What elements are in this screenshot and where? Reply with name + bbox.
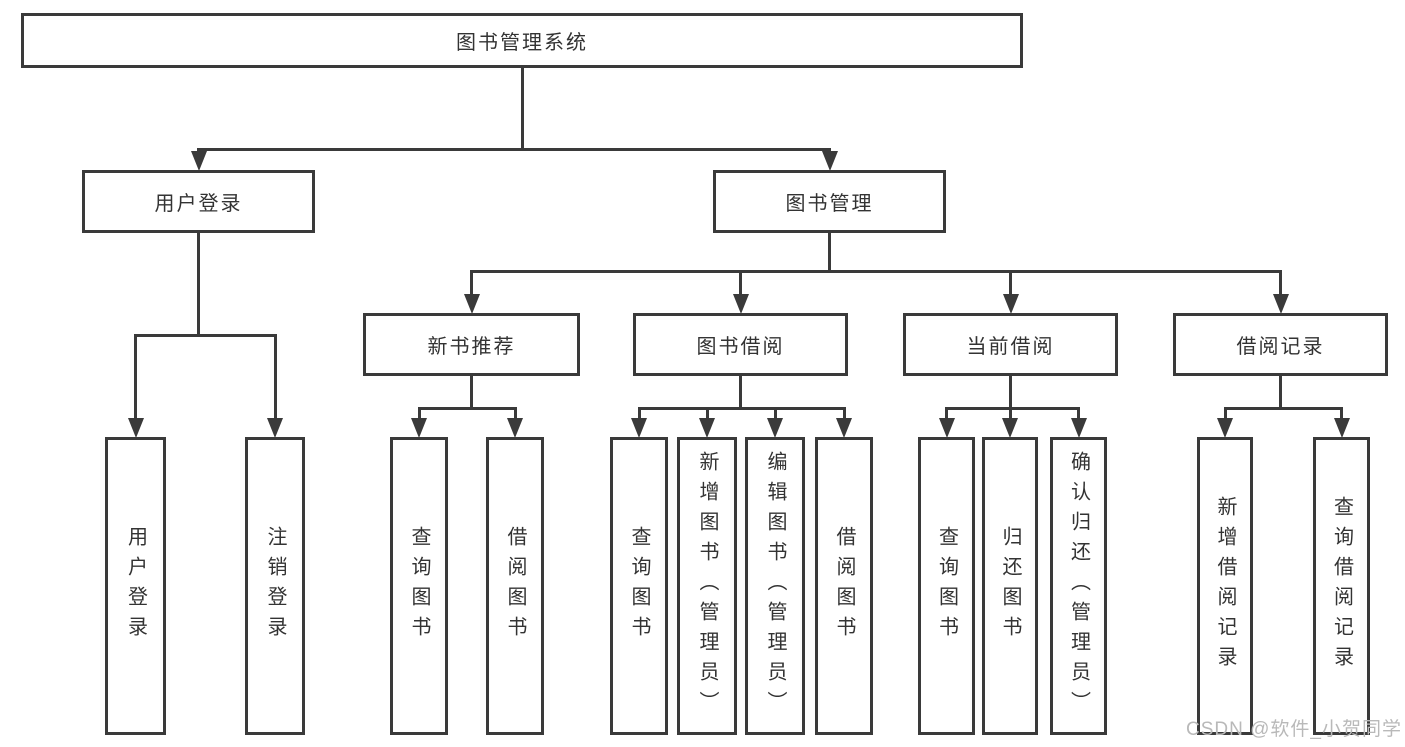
node-user-login: 用户登录 [105, 437, 166, 735]
arrowhead-down [127, 418, 144, 438]
connector-line [1223, 408, 1227, 420]
connector-line [1279, 271, 1282, 296]
node-label: 图书管理系统 [456, 32, 588, 54]
node-label: 查询图书 [408, 526, 430, 646]
arrowhead-down [267, 418, 283, 438]
connector-line [1340, 408, 1343, 420]
node-user-login-module: 用户登录 [82, 170, 315, 233]
node-label: 当前借阅 [966, 336, 1055, 358]
node-label: 用户登录 [154, 193, 243, 215]
arrowhead-down [190, 151, 207, 171]
arrowhead-down [631, 418, 647, 438]
connector-line [705, 408, 709, 420]
arrowhead-down [463, 294, 480, 314]
connector-line [637, 408, 641, 420]
connector-line [134, 333, 277, 337]
arrowhead-down [836, 418, 852, 438]
node-confirm-return-admin: 确认归还（管理员） [1050, 437, 1107, 735]
arrowhead-down [507, 418, 523, 438]
node-label: 借阅图书 [504, 526, 526, 646]
connector-line [945, 408, 948, 420]
arrowhead-down [767, 418, 783, 438]
node-label: 新增图书（管理员） [696, 451, 718, 721]
node-query-books-bb: 查询图书 [610, 437, 668, 735]
arrowhead-down [411, 418, 427, 438]
connector-line [520, 68, 524, 149]
connector-line [197, 233, 200, 335]
watermark: CSDN @软件_小贺同学 [1186, 719, 1402, 740]
node-logout: 注销登录 [245, 437, 305, 735]
connector-line [417, 408, 421, 420]
node-label: 借阅图书 [833, 526, 855, 646]
connector-line [1009, 376, 1012, 408]
connector-line [1009, 271, 1012, 296]
node-label: 新增借阅记录 [1214, 496, 1236, 676]
connector-line [1008, 408, 1012, 420]
node-borrowing-records: 借阅记录 [1173, 313, 1388, 376]
node-label: 注销登录 [264, 526, 286, 646]
arrowhead-down [1333, 418, 1350, 438]
node-book-management: 图书管理 [713, 170, 946, 233]
node-label: 查询图书 [628, 526, 650, 646]
node-query-borrow-record: 查询借阅记录 [1313, 437, 1370, 735]
arrowhead-down [1272, 294, 1289, 314]
node-current-borrowing: 当前借阅 [903, 313, 1118, 376]
arrowhead-down [1002, 418, 1018, 438]
node-new-book-recommendation: 新书推荐 [363, 313, 580, 376]
connector-line [842, 408, 846, 420]
connector-line [828, 233, 831, 271]
node-add-borrow-record: 新增借阅记录 [1197, 437, 1253, 735]
node-library-management-system: 图书管理系统 [21, 13, 1023, 68]
connector-line [1223, 406, 1343, 410]
node-label: 借阅记录 [1236, 336, 1325, 358]
node-label: 用户登录 [124, 526, 147, 646]
connector-line [513, 408, 517, 420]
arrowhead-down [1002, 294, 1019, 314]
node-label: 图书借阅 [696, 336, 785, 358]
arrowhead-down [699, 418, 715, 438]
node-label: 编辑图书（管理员） [764, 451, 786, 721]
connector-line [1279, 376, 1282, 408]
node-label: 新书推荐 [427, 336, 516, 358]
arrowhead-down [1070, 418, 1087, 438]
connector-line [273, 335, 277, 420]
connector-line [945, 406, 1080, 410]
connector-line [134, 335, 137, 420]
connector-line [773, 408, 777, 420]
node-book-borrowing: 图书借阅 [633, 313, 848, 376]
node-query-books-cb: 查询图书 [918, 437, 975, 735]
connector-line [470, 376, 473, 408]
node-label: 查询图书 [935, 526, 958, 646]
connector-line [470, 269, 1282, 273]
node-add-book-admin: 新增图书（管理员） [677, 437, 737, 735]
arrowhead-down [1217, 418, 1233, 438]
node-label: 查询借阅记录 [1330, 496, 1353, 676]
arrowhead-down [732, 294, 749, 314]
node-return-book: 归还图书 [982, 437, 1038, 735]
connector-line [739, 376, 742, 408]
node-borrow-books-rec: 借阅图书 [486, 437, 544, 735]
node-label: 确认归还（管理员） [1067, 451, 1090, 721]
connector-line [197, 147, 831, 151]
connector-line [417, 406, 517, 410]
connector-line [470, 271, 473, 296]
node-query-books-rec: 查询图书 [390, 437, 448, 735]
arrowhead-down [938, 418, 955, 438]
connector-line [739, 271, 742, 296]
node-label: 图书管理 [785, 193, 874, 215]
node-label: 归还图书 [999, 526, 1021, 646]
connector-line [637, 406, 846, 410]
node-borrow-books-bb: 借阅图书 [815, 437, 873, 735]
connector-line [1077, 408, 1080, 420]
arrowhead-down [821, 151, 838, 171]
node-edit-book-admin: 编辑图书（管理员） [745, 437, 805, 735]
